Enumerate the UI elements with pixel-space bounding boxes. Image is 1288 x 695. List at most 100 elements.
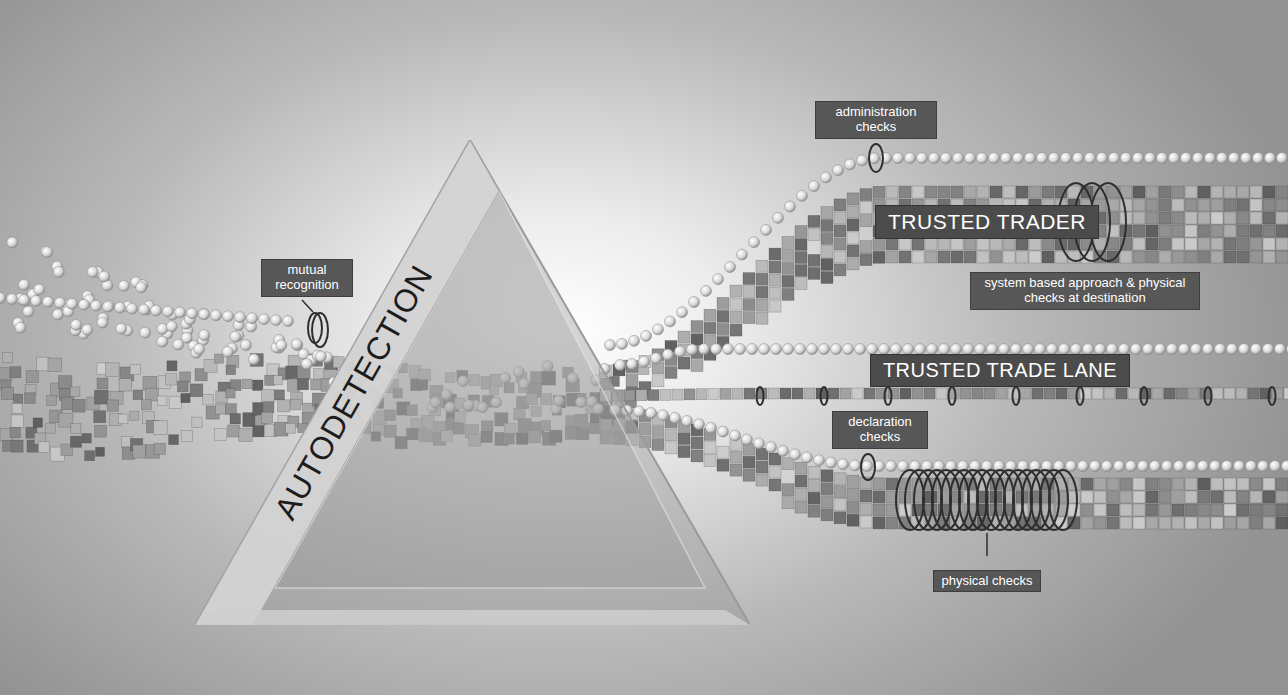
sphere	[7, 294, 18, 305]
cube	[847, 475, 859, 487]
cube	[756, 474, 768, 486]
sphere	[1275, 344, 1286, 355]
cube	[1104, 388, 1115, 399]
cube	[1276, 491, 1288, 503]
cube	[157, 396, 167, 406]
cube	[130, 411, 139, 420]
cube	[873, 517, 885, 529]
cube	[1164, 388, 1175, 399]
cube	[177, 381, 188, 392]
cube	[1263, 491, 1275, 503]
sphere	[941, 153, 952, 164]
sphere	[795, 344, 806, 355]
cube	[951, 238, 963, 250]
cube	[821, 496, 833, 508]
sphere	[665, 316, 676, 327]
cube	[1146, 199, 1158, 211]
sphere	[838, 459, 849, 470]
sphere	[43, 296, 54, 307]
sphere	[893, 153, 904, 164]
cube	[1236, 388, 1247, 399]
cube	[821, 233, 833, 245]
sphere	[761, 224, 772, 235]
cube	[873, 251, 885, 263]
sphere	[807, 344, 818, 355]
sphere	[1155, 344, 1166, 355]
prism-outline	[195, 140, 750, 625]
sphere	[301, 358, 312, 369]
cube	[730, 324, 742, 336]
cube	[1159, 504, 1171, 516]
cube	[267, 364, 280, 377]
cube	[672, 389, 683, 400]
cube	[730, 451, 742, 463]
sphere	[929, 153, 940, 164]
cube	[1211, 251, 1223, 263]
sphere	[99, 271, 110, 282]
cube	[717, 323, 729, 335]
sphere	[42, 247, 53, 258]
cube	[732, 388, 743, 399]
cube	[1146, 238, 1158, 250]
sphere	[1167, 344, 1178, 355]
sphere	[1133, 153, 1144, 164]
cube	[1172, 225, 1184, 237]
sphere	[615, 360, 626, 371]
cube	[834, 499, 846, 511]
sphere	[175, 307, 186, 318]
cube	[899, 186, 911, 198]
sphere	[1251, 344, 1262, 355]
sphere	[1121, 153, 1132, 164]
callout-box: mutual recognition	[261, 259, 353, 297]
cube	[1120, 491, 1132, 503]
cube	[1263, 504, 1275, 516]
callout-box: system based approach & physical checks …	[970, 272, 1200, 310]
cube	[717, 310, 729, 322]
cube	[873, 238, 885, 250]
cube	[1044, 388, 1055, 399]
cube	[1042, 491, 1054, 503]
cube	[1263, 251, 1275, 263]
cube	[808, 466, 820, 478]
cube	[1237, 225, 1249, 237]
lane-rings	[757, 387, 1276, 530]
cube	[1276, 517, 1288, 529]
cube	[678, 331, 690, 343]
ring	[1141, 387, 1148, 405]
cube	[190, 384, 203, 397]
cube	[756, 273, 768, 285]
sphere	[194, 344, 205, 355]
cube	[1172, 478, 1184, 490]
sphere	[71, 319, 82, 330]
cube	[821, 272, 833, 284]
cube	[1198, 186, 1210, 198]
cube	[717, 459, 729, 471]
sphere	[819, 344, 830, 355]
callout-box: physical checks	[933, 570, 1040, 593]
cube	[840, 388, 851, 399]
cube	[1250, 225, 1262, 237]
cube	[1276, 238, 1288, 250]
sphere	[1186, 461, 1197, 472]
sphere	[91, 300, 102, 311]
cube	[1224, 238, 1236, 250]
cube	[286, 423, 296, 433]
prism-shape: AUTODETECTION	[195, 140, 750, 625]
cube	[1263, 517, 1275, 529]
cube	[1211, 491, 1223, 503]
cube	[665, 367, 677, 379]
cube	[744, 388, 755, 399]
sphere	[1150, 461, 1161, 472]
sphere	[315, 351, 326, 362]
cube	[1250, 186, 1262, 198]
ring	[949, 387, 956, 405]
sphere	[1001, 153, 1012, 164]
sphere	[843, 344, 854, 355]
sphere	[247, 313, 258, 324]
cube	[166, 374, 177, 385]
cube	[1250, 491, 1262, 503]
cube	[1211, 199, 1223, 211]
cube	[795, 488, 807, 500]
cube	[130, 364, 140, 374]
cube	[215, 429, 227, 441]
